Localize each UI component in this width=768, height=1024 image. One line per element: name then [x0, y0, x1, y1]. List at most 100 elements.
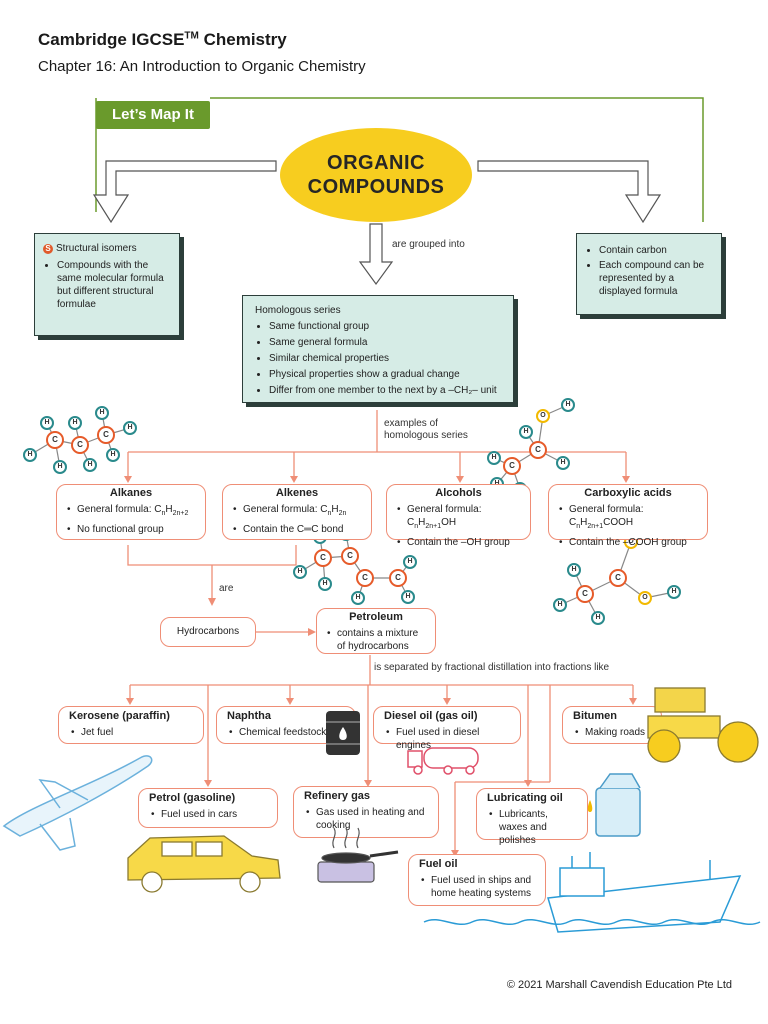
arrow-to-isomers: [92, 160, 277, 224]
fuel-oil-title: Fuel oil: [419, 858, 458, 870]
lubricating-title: Lubricating oil: [487, 792, 563, 804]
hydrocarbons-label: Hydrocarbons: [176, 626, 240, 637]
are-label: are: [219, 583, 234, 594]
hydrogen-atom-icon: H: [561, 398, 575, 412]
carboxylic-acids-box: Carboxylic acids General formula: CnH2n+…: [548, 484, 708, 549]
carbon-item-1: Contain carbon: [599, 244, 713, 257]
alkenes-box: Alkenes General formula: CnH2n Contain t…: [222, 484, 372, 540]
hydrogen-atom-icon: H: [591, 611, 605, 625]
hydrogen-atom-icon: H: [83, 458, 97, 472]
carbon-item-2: Each compound can be represented by a di…: [599, 259, 713, 298]
kerosene-item: Jet fuel: [71, 726, 193, 739]
homologous-item-5: Differ from one member to the next by a …: [269, 384, 501, 397]
carbon-atom-icon: C: [576, 585, 594, 603]
hydrogen-atom-icon: H: [293, 565, 307, 579]
refinery-item: Gas used in heating and cooking: [306, 806, 428, 832]
copyright-notice: © 2021 Marshall Cavendish Education Pte …: [506, 979, 732, 991]
lubricating-oil-box: Lubricating oil Lubricants, waxes and po…: [476, 788, 588, 846]
homologous-title: Homologous series: [255, 305, 341, 316]
carbon-atom-icon: C: [503, 457, 521, 475]
carboxylic-title: Carboxylic acids: [584, 487, 672, 499]
alkene-molecule-icon: [299, 533, 411, 599]
isomers-item: Compounds with the same molecular formul…: [57, 259, 171, 311]
isomers-title: Structural isomers: [56, 243, 137, 254]
bitumen-box: Bitumen Making roads: [562, 706, 662, 744]
arrow-to-carbon: [477, 160, 662, 224]
carboxylic-item-2: Contain the –COOH group: [559, 536, 699, 549]
diesel-box: Diesel oil (gas oil) Fuel used in diesel…: [373, 706, 521, 751]
hydrogen-atom-icon: H: [553, 598, 567, 612]
homologous-item-1: Same functional group: [269, 320, 501, 333]
alkanes-box: Alkanes General formula: CnH2n+2 No func…: [56, 484, 206, 540]
organic-compounds-oval: ORGANIC COMPOUNDS: [280, 128, 472, 222]
alcohols-item-2: Contain the –OH group: [397, 536, 522, 549]
hydrogen-atom-icon: H: [123, 421, 137, 435]
kerosene-box: Kerosene (paraffin) Jet fuel: [58, 706, 204, 744]
carbon-atom-icon: C: [356, 569, 374, 587]
lubricating-item: Lubricants, waxes and polishes: [489, 808, 577, 847]
hydrogen-atom-icon: H: [53, 460, 67, 474]
hydrogen-atom-icon: H: [556, 456, 570, 470]
hydrogen-atom-icon: H: [23, 448, 37, 462]
petroleum-item: contains a mixture of hydrocarbons: [327, 627, 427, 653]
hydrogen-atom-icon: H: [403, 555, 417, 569]
carbon-atom-icon: C: [529, 441, 547, 459]
oval-line-1: ORGANIC: [327, 152, 425, 174]
alcohols-title: Alcohols: [435, 487, 482, 499]
separated-label: is separated by fractional distillation …: [374, 662, 610, 673]
naphtha-box: Naphtha Chemical feedstock: [216, 706, 356, 744]
naphtha-item: Chemical feedstock: [229, 726, 345, 739]
petroleum-title: Petroleum: [349, 611, 403, 623]
alcohols-formula: General formula: CnH2n+1OH: [397, 503, 522, 533]
alkenes-formula: General formula: CnH2n: [233, 503, 363, 520]
alcohols-box: Alcohols General formula: CnH2n+1OH Cont…: [386, 484, 531, 549]
carbon-atom-icon: C: [97, 426, 115, 444]
examples-label: examples of homologous series: [384, 418, 468, 441]
oval-line-2: COMPOUNDS: [307, 176, 445, 198]
carbon-atom-icon: C: [314, 549, 332, 567]
naphtha-title: Naphtha: [227, 710, 271, 722]
alkenes-item-2: Contain the C═C bond: [233, 523, 363, 536]
carbon-atom-icon: C: [341, 547, 359, 565]
alkanes-item-2: No functional group: [67, 523, 197, 536]
petrol-title: Petrol (gasoline): [149, 792, 236, 804]
hydrogen-atom-icon: H: [351, 591, 365, 605]
hydrogen-atom-icon: H: [487, 451, 501, 465]
homologous-series-box: Homologous series Same functional group …: [242, 295, 514, 403]
grouped-into-label: are grouped into: [392, 239, 465, 250]
carbon-atom-icon: C: [389, 569, 407, 587]
arrow-to-homologous: [358, 223, 394, 286]
petrol-box: Petrol (gasoline) Fuel used in cars: [138, 788, 278, 828]
fuel-oil-box: Fuel oil Fuel used in ships and home hea…: [408, 854, 546, 906]
hydrogen-atom-icon: H: [95, 406, 109, 420]
hydrogen-atom-icon: H: [519, 425, 533, 439]
carbon-atom-icon: C: [46, 431, 64, 449]
carbon-atom-icon: C: [71, 436, 89, 454]
diesel-item: Fuel used in diesel engines: [386, 726, 510, 752]
oxygen-atom-icon: O: [536, 409, 550, 423]
bitumen-item: Making roads: [575, 726, 651, 739]
alkenes-title: Alkenes: [275, 487, 319, 499]
homologous-item-2: Same general formula: [269, 336, 501, 349]
hydrocarbons-box: Hydrocarbons: [160, 617, 256, 647]
refinery-title: Refinery gas: [304, 790, 371, 802]
lets-map-it-tab: Let’s Map It: [96, 101, 210, 129]
hydrogen-atom-icon: H: [106, 448, 120, 462]
hydrogen-atom-icon: H: [318, 577, 332, 591]
diesel-title: Diesel oil (gas oil): [384, 710, 478, 722]
carbon-atom-icon: C: [609, 569, 627, 587]
petrol-item: Fuel used in cars: [151, 808, 267, 821]
page-subtitle: Chapter 16: An Introduction to Organic C…: [38, 58, 366, 75]
hydrogen-atom-icon: H: [68, 416, 82, 430]
homologous-item-3: Similar chemical properties: [269, 352, 501, 365]
hydrogen-atom-icon: H: [667, 585, 681, 599]
oxygen-atom-icon: O: [638, 591, 652, 605]
carbon-properties-box: Contain carbon Each compound can be repr…: [576, 233, 722, 315]
kerosene-title: Kerosene (paraffin): [69, 710, 170, 722]
fuel-oil-item: Fuel used in ships and home heating syst…: [421, 874, 535, 900]
petroleum-box: Petroleum contains a mixture of hydrocar…: [316, 608, 436, 654]
alkanes-title: Alkanes: [109, 487, 153, 499]
page-title: Cambridge IGCSETM Chemistry: [38, 30, 287, 49]
refinery-gas-box: Refinery gas Gas used in heating and coo…: [293, 786, 439, 838]
